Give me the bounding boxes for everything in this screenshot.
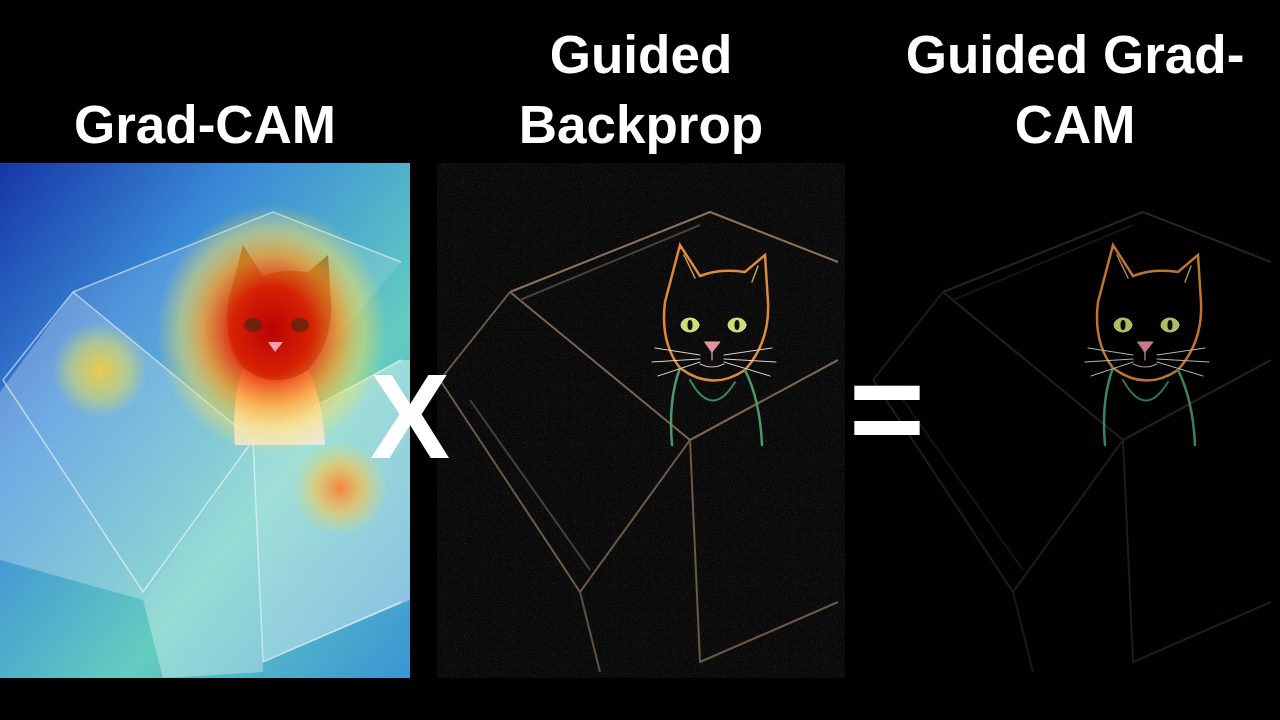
heatmap-image — [0, 163, 410, 678]
panel-heading: Guided Grad-CAM — [870, 20, 1280, 160]
panel-heading: Grad-CAM — [0, 90, 410, 160]
guided-gradcam-image — [870, 163, 1280, 678]
panel-heading: Guided Backprop — [437, 20, 845, 160]
image-panel: Guided Grad-CAM — [870, 0, 1280, 678]
guided-backprop-image — [437, 163, 845, 678]
operator-symbol: X — [370, 356, 450, 476]
image-panel: Grad-CAM — [0, 0, 410, 678]
operator-symbol: = — [849, 343, 925, 473]
image-panel: Guided Backprop — [437, 0, 845, 678]
